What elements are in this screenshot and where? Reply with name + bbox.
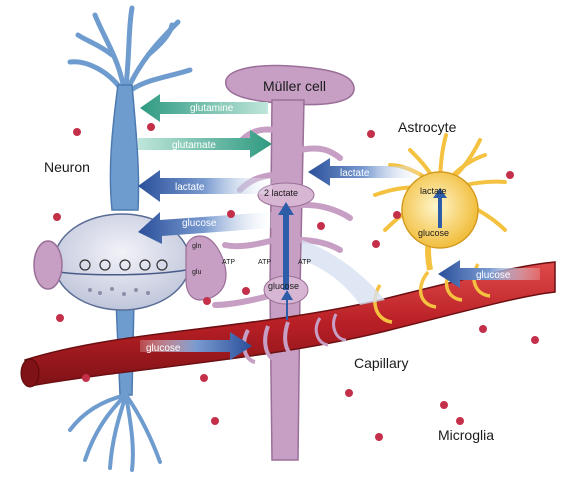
microglia-dot [345,389,353,397]
atp-label-3: ATP [298,259,311,266]
microglia-dots [53,123,539,441]
microglia-dot [506,171,514,179]
microglia-dot [242,287,250,295]
glucose-muller-label: glucose [182,218,217,229]
astro-lactate-label: lactate [420,186,447,196]
glucose-capillary-left-label: glucose [146,343,181,354]
two-lactate-label: 2 lactate [264,188,298,198]
microglia-dot [393,211,401,219]
capillary-label: Capillary [354,355,408,371]
atp-label-2: ATP [258,259,271,266]
microglia-dot [375,433,383,441]
glucose-capillary-right-arrow: glucose [438,260,540,288]
lactate-muller-label: lactate [175,182,205,193]
microglia-dot [73,128,81,136]
glutamine-label: glutamine [190,103,234,114]
microglia-dot [372,240,380,248]
glu-label: glu [192,269,201,276]
muller-cell-label: Müller cell [263,78,326,94]
neuron-label: Neuron [44,159,90,175]
microglia-dot [203,297,211,305]
microglia-dot [479,325,487,333]
astro-inner-arrow [433,188,447,228]
microglia-dot [531,336,539,344]
microglia-dot [82,374,90,382]
microglia-dot [367,130,375,138]
muller-vertical-arrows [278,202,294,320]
microglia-dot [440,401,448,409]
gln-label: gln [192,243,201,250]
neuron-cell [33,5,193,472]
lactate-astro-label: lactate [340,168,370,179]
lactate-astro-arrow: lactate [308,158,420,186]
capillary-vessel [20,261,556,388]
lactate-muller-arrow: lactate [138,170,272,202]
glutamate-label: glutamate [172,140,216,151]
muller-glucose-label: glucose [268,281,299,291]
astro-glucose-label: glucose [418,228,449,238]
glucose-capillary-right-label: glucose [476,270,511,281]
microglia-dot [56,314,64,322]
microglia-dot [227,210,235,218]
microglia-dot [456,417,464,425]
microglia-dot [53,213,61,221]
glutamine-arrow: glutamine [140,94,268,122]
microglia-dot [200,374,208,382]
microglia-dot [317,222,325,230]
astrocyte-label: Astrocyte [398,119,457,135]
glucose-muller-arrow: glucose [138,212,272,244]
microglia-dot [147,123,155,131]
glucose-capillary-left-arrow: glucose [140,332,252,360]
microglia-dot [211,417,219,425]
glucose-sweep [302,240,385,305]
atp-label-1: ATP [222,259,235,266]
glutamate-arrow: glutamate [138,130,272,158]
microglia-label: Microglia [438,427,494,443]
